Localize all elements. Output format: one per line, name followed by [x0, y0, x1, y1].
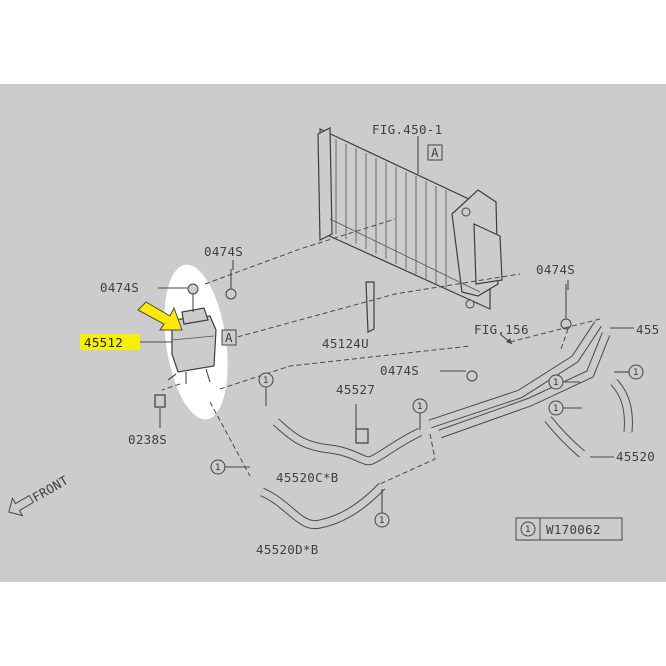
label-45520d: 45520D*B — [256, 542, 319, 557]
label-45520-cut: 45520 — [616, 449, 655, 464]
clip-0474s-right — [560, 284, 572, 330]
label-455-cut: 455 — [636, 322, 659, 337]
clip-0474s-left — [187, 283, 199, 312]
clip-callout-2 — [412, 398, 428, 430]
parts-diagram: 1 1 1 1 1 1 1 A A FRONT 1 FIG.450-1 0474… — [0, 84, 666, 582]
front-label: FRONT — [30, 472, 72, 505]
pointer-arrow — [137, 301, 183, 331]
callout-num: 1 — [553, 404, 559, 414]
diagram-canvas: 1 1 1 1 1 1 1 A A FRONT 1 FIG.450-1 0474… — [8, 122, 659, 557]
hose-45520-right — [545, 416, 585, 457]
label-45527: 45527 — [336, 382, 375, 397]
callout-num: 1 — [215, 463, 221, 473]
label-0474s-right: 0474S — [536, 262, 575, 277]
label-0238s: 0238S — [128, 432, 167, 447]
callout-num: 1 — [633, 368, 639, 378]
legend-num: 1 — [525, 525, 531, 535]
callout-num: 1 — [379, 516, 385, 526]
ref-box-a-tank — [221, 329, 237, 346]
label-45124u: 45124U — [322, 336, 369, 351]
clip-0474s-lower — [466, 370, 478, 382]
label-0474s-top: 0474S — [204, 244, 243, 259]
legend-code: W170062 — [546, 522, 601, 537]
label-0474s-left: 0474S — [100, 280, 139, 295]
clip-callout-4 — [374, 489, 390, 528]
clip-callout-1 — [258, 372, 274, 406]
ref-box-a-top — [427, 144, 443, 161]
bracket-45124u — [365, 281, 375, 333]
label-fig-156: FIG.156 — [474, 322, 529, 337]
part-number-highlight — [80, 334, 140, 350]
ref-a-top: A — [431, 145, 439, 160]
callout-num: 1 — [417, 402, 423, 412]
front-indicator: FRONT — [8, 472, 72, 517]
label-0474s-lower: 0474S — [380, 363, 419, 378]
legend-box — [515, 517, 623, 541]
clip-callout-7 — [614, 364, 644, 380]
callout-num: 1 — [263, 376, 269, 386]
ref-a-tank: A — [225, 330, 233, 345]
clip-0474s-mid — [225, 269, 237, 300]
clip-callout-5 — [548, 374, 580, 390]
cooler-line-upper — [428, 322, 601, 428]
hose-45520d — [260, 483, 385, 529]
label-45520c: 45520C*B — [276, 470, 339, 485]
reservoir-tank — [167, 307, 217, 384]
clamp-45527 — [355, 428, 369, 444]
clip-callout-6 — [548, 400, 582, 416]
label-fig-450-1: FIG.450-1 — [372, 122, 442, 137]
bolt-0238s — [154, 394, 166, 408]
radiator — [317, 127, 503, 310]
hose-45520c — [273, 419, 422, 465]
clip-callout-3 — [210, 459, 250, 475]
callout-num: 1 — [553, 378, 559, 388]
label-45512: 45512 — [84, 335, 123, 350]
